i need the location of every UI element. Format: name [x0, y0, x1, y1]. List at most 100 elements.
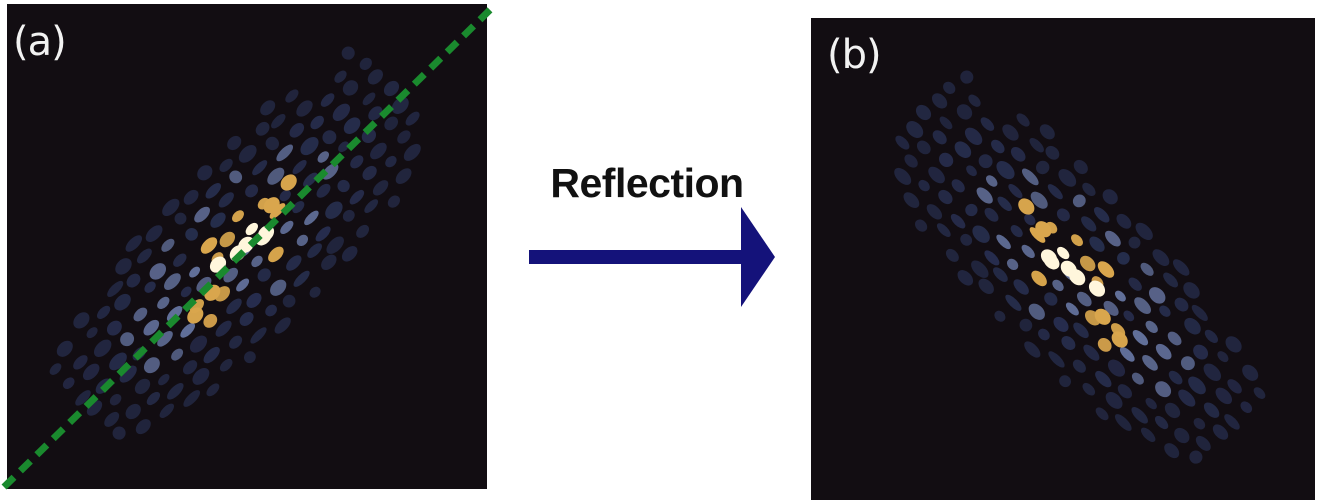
speckle-spot — [1154, 415, 1169, 430]
panel-b-speckle-pattern: (b) — [811, 18, 1315, 500]
speckle-spot — [904, 154, 918, 168]
panel-b-label: (b) — [827, 32, 882, 78]
speckle-spot — [86, 327, 98, 339]
speckle-spot — [341, 46, 355, 60]
speckle-spot — [1031, 270, 1047, 287]
speckle-spot — [62, 377, 75, 390]
speckle-spot — [322, 130, 337, 145]
panel-a-plot — [49, 46, 421, 440]
speckle-spot — [1140, 262, 1154, 276]
speckle-spot — [158, 373, 170, 386]
speckle-spot — [227, 135, 242, 151]
speckle-spot — [350, 155, 364, 169]
speckle-spot — [1253, 387, 1266, 399]
speckle-spot — [296, 234, 309, 247]
speckle-spot — [338, 141, 349, 153]
speckle-spot — [86, 400, 103, 416]
speckle-spot — [166, 306, 183, 322]
speckle-spot — [372, 180, 389, 196]
speckle-spot — [320, 93, 335, 107]
speckle-spot — [143, 357, 160, 374]
panel-b-plot — [894, 70, 1266, 464]
speckle-spot — [894, 167, 912, 185]
speckle-spot — [1119, 347, 1135, 362]
speckle-spot — [1148, 287, 1166, 304]
speckle-spot — [325, 201, 343, 219]
speckle-spot — [1102, 189, 1118, 205]
speckle-spot — [1155, 381, 1172, 398]
speckle-spot — [321, 254, 337, 271]
speckle-spot — [257, 268, 271, 282]
speckle-spot — [97, 305, 111, 319]
speckle-spot — [1193, 344, 1209, 360]
speckle-spot — [978, 154, 993, 169]
speckle-spot — [1048, 351, 1065, 368]
speckle-spot — [315, 226, 331, 242]
speckle-spot — [251, 255, 263, 268]
speckle-spot — [135, 419, 151, 435]
speckle-spot — [1142, 354, 1158, 371]
speckle-spot — [349, 189, 365, 205]
speckle-spot — [1097, 261, 1115, 278]
speckle-spot — [943, 81, 956, 95]
speckle-spot — [915, 219, 928, 232]
speckle-spot — [1002, 124, 1019, 141]
speckle-spot — [197, 165, 213, 181]
speckle-spot — [1145, 397, 1157, 410]
speckle-spot — [1028, 303, 1045, 320]
speckle-spot — [1047, 184, 1063, 200]
speckle-spot — [1123, 310, 1135, 322]
speckle-spot — [1056, 208, 1070, 222]
speckle-spot — [205, 183, 222, 199]
speckle-spot — [951, 179, 965, 193]
speckle-spot — [385, 155, 397, 168]
speckle-spot — [1183, 282, 1200, 299]
speckle-spot — [960, 70, 974, 84]
speckle-spot — [1072, 359, 1086, 373]
speckle-spot — [915, 104, 932, 121]
speckle-spot — [1178, 389, 1196, 407]
speckle-spot — [255, 121, 270, 136]
speckle-spot — [245, 184, 259, 198]
speckle-spot — [1097, 338, 1112, 352]
speckle-spot — [1134, 297, 1151, 314]
speckle-spot — [260, 100, 276, 116]
speckle-spot — [1059, 375, 1072, 388]
speckle-spot — [149, 263, 167, 280]
speckle-spot — [300, 137, 319, 156]
speckle-spot — [1184, 317, 1201, 335]
speckle-spot — [1005, 294, 1022, 311]
speckle-spot — [316, 183, 331, 198]
speckle-spot — [383, 80, 400, 97]
speckle-spot — [405, 111, 420, 126]
speckle-spot — [996, 161, 1015, 180]
speckle-spot — [903, 192, 920, 208]
speckle-spot — [136, 248, 152, 264]
speckle-spot — [387, 195, 400, 208]
speckle-spot — [928, 166, 945, 184]
speckle-spot — [322, 163, 339, 180]
speckle-spot — [976, 187, 993, 204]
speckle-spot — [964, 127, 983, 145]
speckle-spot — [1105, 230, 1121, 247]
arrow-shaft — [529, 250, 743, 264]
speckle-spot — [1193, 417, 1206, 430]
speckle-spot — [310, 115, 324, 130]
speckle-spot — [1159, 305, 1171, 317]
speckle-spot — [210, 212, 226, 228]
speckle-spot — [1082, 382, 1096, 396]
speckle-spot — [293, 270, 310, 287]
speckle-spot — [1242, 364, 1259, 381]
speckle-spot — [265, 136, 280, 151]
speckle-spot — [938, 189, 953, 205]
speckle-spot — [1039, 124, 1055, 140]
speckle-spot — [1164, 443, 1180, 459]
speckle-spot — [985, 175, 998, 187]
speckle-spot — [391, 97, 409, 114]
speckle-spot — [397, 130, 411, 144]
speckle-spot — [965, 203, 978, 217]
speckle-spot — [1145, 320, 1158, 334]
speckle-spot — [1006, 258, 1019, 271]
speckle-spot — [104, 411, 120, 427]
speckle-spot — [1140, 427, 1156, 443]
